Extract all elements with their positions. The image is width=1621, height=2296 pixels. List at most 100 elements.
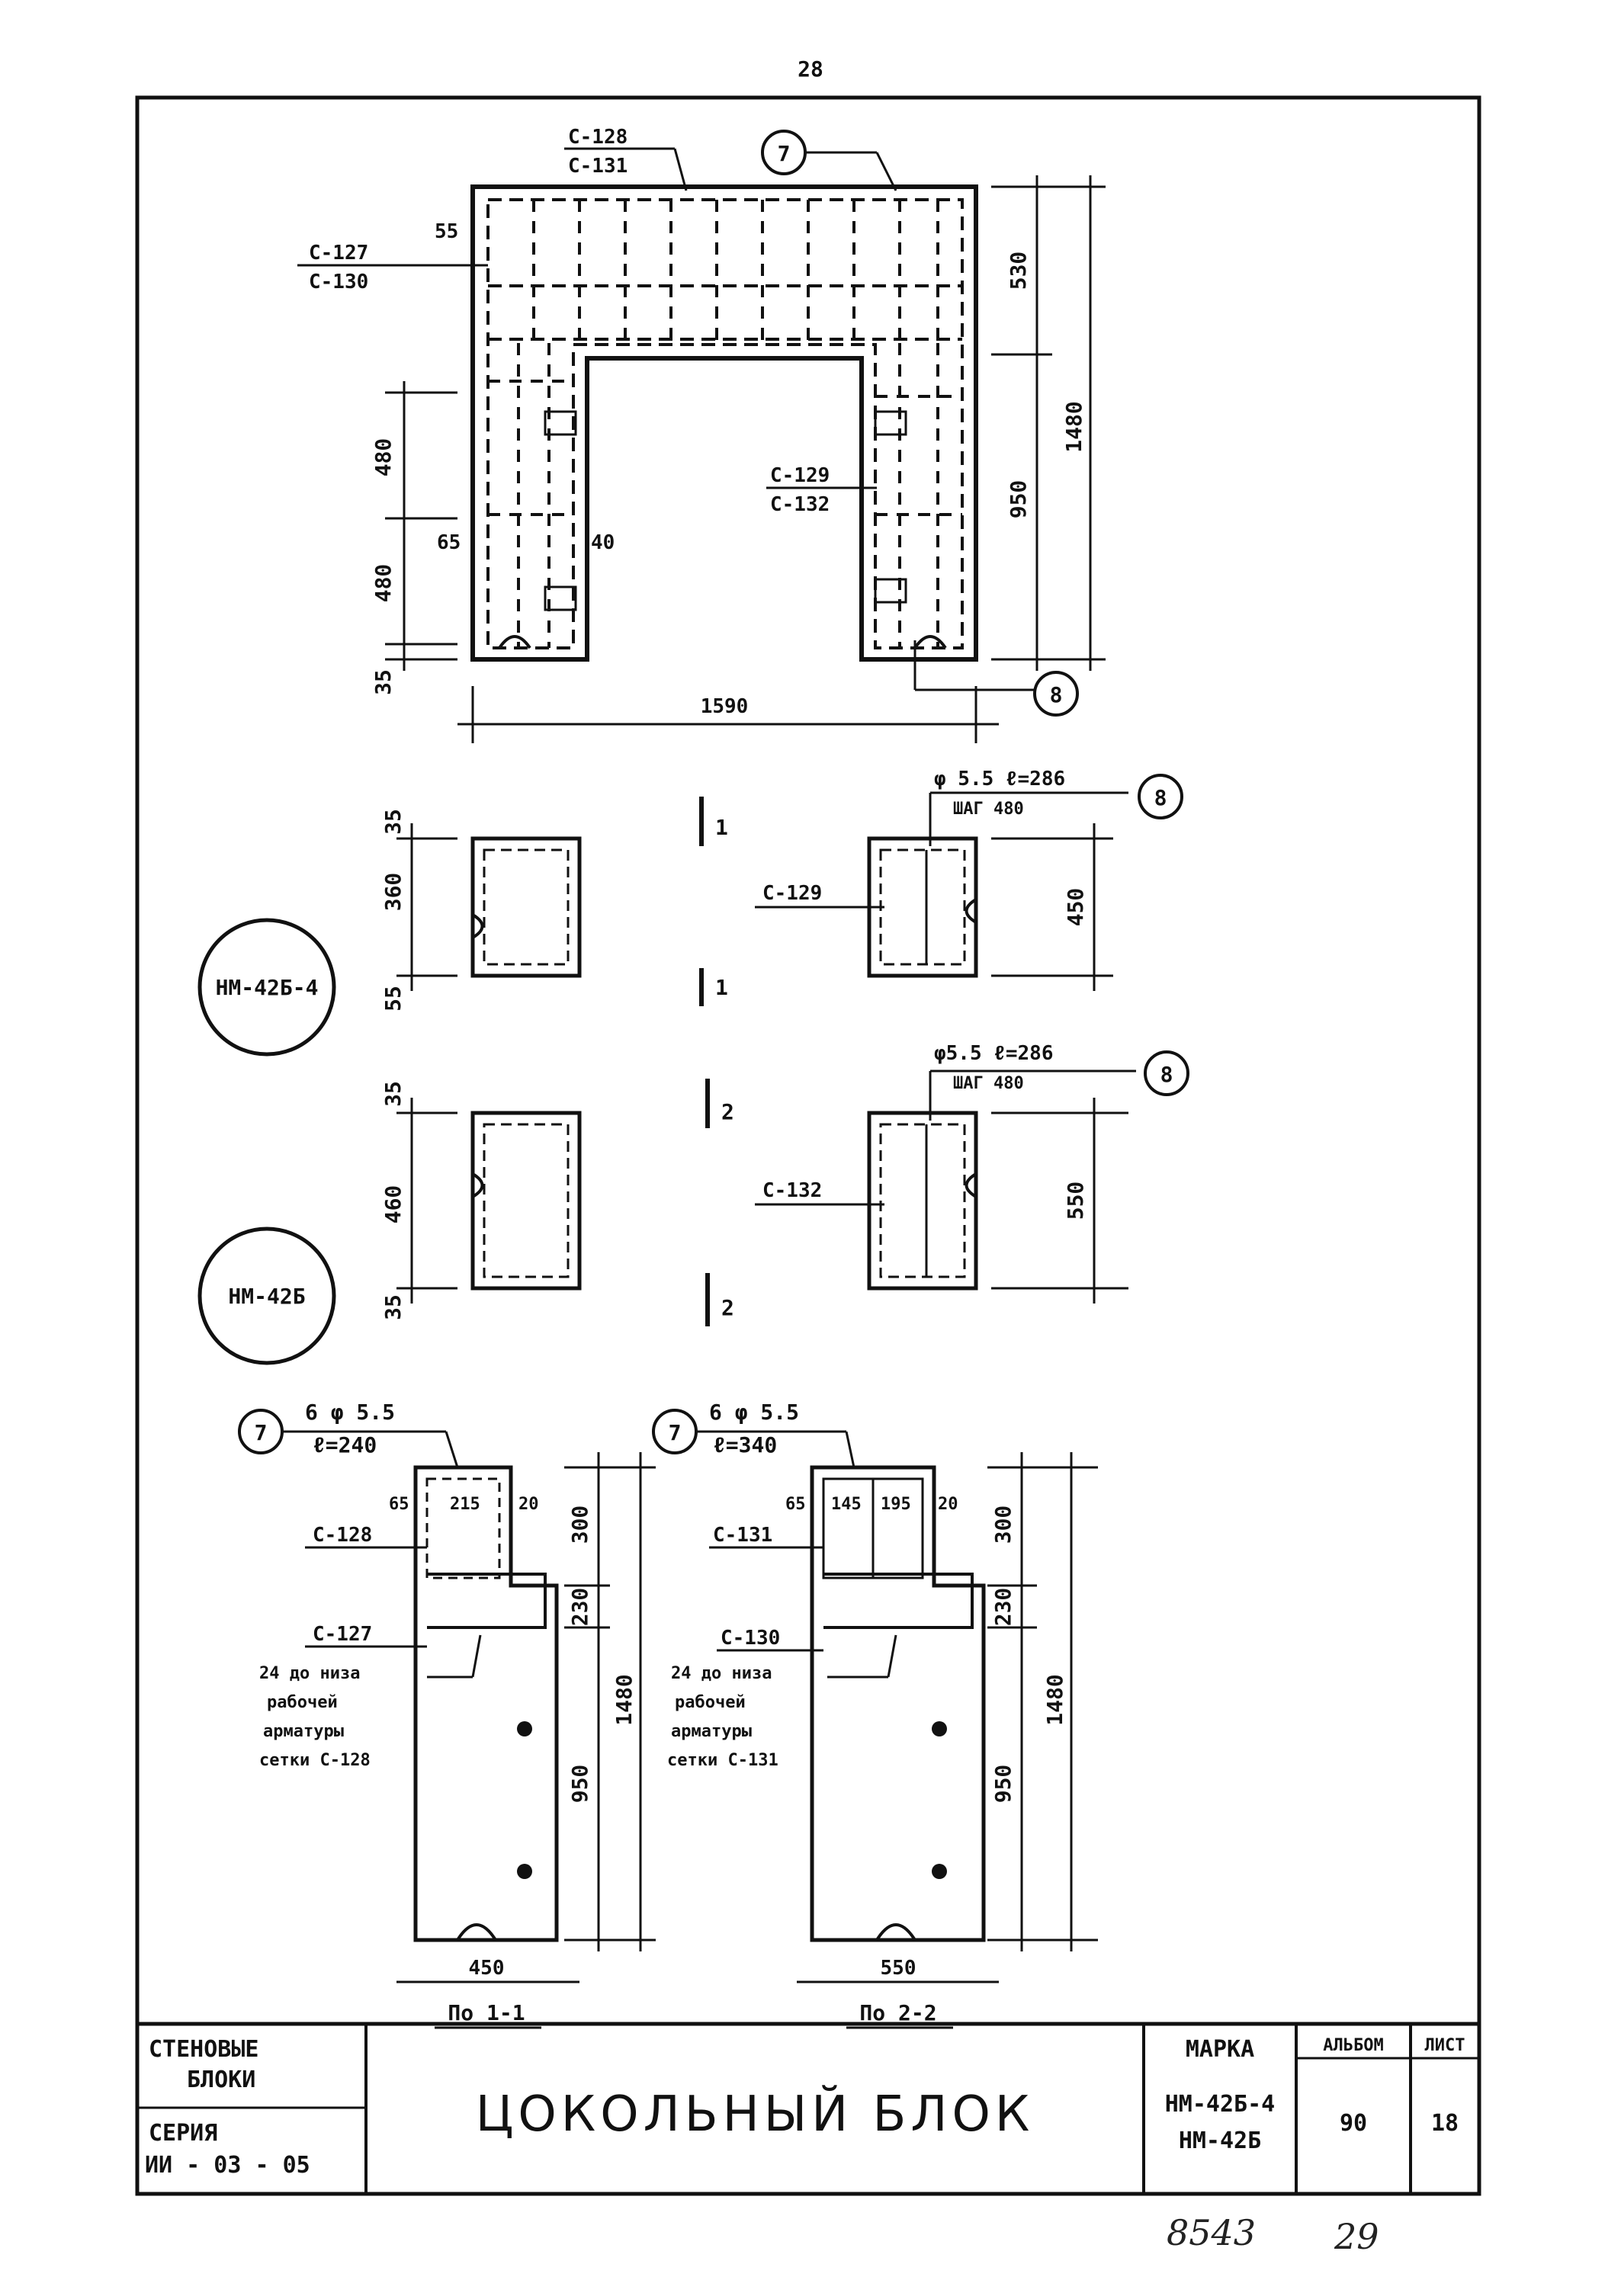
elevation-dimensions: 480 480 35 530 950 1480 1590 — [371, 175, 1106, 743]
cuts-cut2-marker: 7 — [669, 1420, 682, 1445]
elevation-dim-480a: 480 — [371, 438, 396, 477]
sections-sec2-dim: 550 — [1063, 1182, 1088, 1220]
cuts-cut1-mesh-b: С-127 — [313, 1623, 372, 1646]
cuts-cut1-mesh-a: С-128 — [313, 1524, 372, 1547]
sections-sec1-step: ШАГ 480 — [953, 800, 1024, 819]
badge-nm-42b-4 — [197, 918, 336, 1057]
cuts-cut2-d230: 230 — [990, 1588, 1016, 1627]
cuts-cut1-d20: 20 — [518, 1495, 539, 1514]
cuts-cut2-d145: 145 — [831, 1495, 862, 1514]
title-block-mark-label: МАРКА — [1186, 2036, 1254, 2063]
elevation-dim-55: 55 — [435, 220, 458, 243]
sheet-frame — [135, 95, 1481, 2196]
cuts-cut1-marker: 7 — [255, 1420, 268, 1445]
cut-2-2: 7 6 φ 5.5 ℓ=340 65 145 195 20 С-131 С-13… — [652, 1400, 1098, 2029]
cuts-cut2-note-2: рабочей — [675, 1693, 746, 1712]
drawing-title: ЦОКОЛЬНЫЙ БЛОК — [476, 2085, 1035, 2143]
cuts-cut1-d230: 230 — [567, 1588, 592, 1627]
elevation-dim-530: 530 — [1006, 252, 1031, 290]
cuts-cut1-d1480: 1480 — [611, 1674, 637, 1725]
cuts-cut2-d20: 20 — [938, 1495, 958, 1514]
elevation-marker-8: 8 — [1050, 682, 1063, 707]
cuts-cut2-note-4: сетки С-131 — [667, 1751, 778, 1770]
elevation-dim-65: 65 — [437, 531, 461, 554]
sections-sec2-mesh: С-132 — [762, 1179, 822, 1202]
marker-8-circle — [1033, 671, 1079, 717]
sections-sec2-marker: 8 — [1160, 1062, 1173, 1087]
title-block-series-value: ИИ - 03 - 05 — [145, 2152, 310, 2179]
elevation-dim-1590: 1590 — [701, 695, 749, 718]
cuts-cut2-rebar: 6 φ 5.5 — [709, 1400, 799, 1425]
elevation-dim-35: 35 — [371, 669, 396, 695]
sections-sec1-marker: 8 — [1154, 785, 1167, 810]
sections-sec1-mesh: С-129 — [762, 882, 822, 905]
cuts-cut1-note-2: рабочей — [267, 1693, 338, 1712]
cuts-cut1-d950: 950 — [567, 1765, 592, 1804]
elevation-annotations: С-128 С-131 С-127 С-130 С-129 С-132 55 6… — [297, 126, 1079, 717]
title-block-mark-2: НМ-42Б — [1179, 2128, 1261, 2154]
sections-sec2-rebar: φ5.5 ℓ=286 — [934, 1042, 1053, 1065]
elevation-dim-950: 950 — [1006, 480, 1031, 519]
cuts-cut2-d1480: 1480 — [1042, 1674, 1067, 1725]
cuts-cut1-length: ℓ=240 — [313, 1432, 377, 1457]
cuts-cut1-width: 450 — [469, 1957, 505, 1980]
cuts-cut1-d215: 215 — [450, 1495, 480, 1514]
elevation-mesh-right-2: С-132 — [770, 493, 830, 516]
page-number: 28 — [798, 56, 823, 82]
sections-sec1-mark: 1 — [715, 815, 728, 840]
cuts-cut2-d950: 950 — [990, 1765, 1016, 1804]
cuts-cut2-note-3: арматуры — [671, 1722, 752, 1741]
handwritten-number-2: 29 — [1334, 2216, 1379, 2257]
elevation-mesh-left-1: С-127 — [309, 242, 368, 265]
sections-sec2-mark: 2 — [721, 1295, 734, 1320]
sections-sec2-left-460: 460 — [380, 1185, 406, 1224]
sections-sec2-left-35: 35 — [380, 1081, 406, 1107]
sections-sec2-step: ШАГ 480 — [953, 1074, 1024, 1093]
sections-sec1-left-55: 55 — [380, 986, 406, 1012]
section-row-2: 35 460 35 2 2 С-132 φ5.5 ℓ=286 ШАГ 480 8… — [197, 1042, 1189, 1365]
cuts-cut2-note-1: 24 до низа — [671, 1664, 772, 1683]
title-block-mark-1: НМ-42Б-4 — [1165, 2091, 1276, 2118]
title-block-album-value: 90 — [1340, 2110, 1367, 2137]
cut-1-caption: По 1-1 — [448, 2000, 525, 2025]
title-block-category-2: БЛОКИ — [187, 2067, 255, 2093]
cuts-cut1-rebar: 6 φ 5.5 — [305, 1400, 395, 1425]
block-elevation — [470, 184, 978, 662]
cuts-cut1-note-4: сетки С-128 — [259, 1751, 371, 1770]
elevation-mesh-right-1: С-129 — [770, 464, 830, 487]
cuts-cut1-note-1: 24 до низа — [259, 1664, 360, 1683]
elevation-mesh-left-2: С-130 — [309, 271, 368, 293]
title-block-album-label: АЛЬБОМ — [1323, 2036, 1383, 2055]
sections-sec1-dim: 450 — [1063, 888, 1088, 927]
cuts-cut2-d195: 195 — [881, 1495, 911, 1514]
cut-1-1: 7 6 φ 5.5 ℓ=240 65 215 20 С-128 С-127 24… — [238, 1400, 656, 2029]
cuts-cut2-mesh-b: С-130 — [721, 1627, 780, 1650]
cuts-cut2-d65: 65 — [785, 1495, 806, 1514]
cuts-cut2-d300: 300 — [990, 1506, 1016, 1544]
badge-nm-42b — [197, 1227, 336, 1365]
title-block: СТЕНОВЫЕ БЛОКИ СЕРИЯ ИИ - 03 - 05 ЦОКОЛЬ… — [137, 2022, 1479, 2194]
title-block-sheet-label: ЛИСТ — [1425, 2036, 1465, 2055]
cuts-cut2-length: ℓ=340 — [713, 1432, 777, 1457]
elevation-mesh-top-2: С-131 — [568, 155, 628, 178]
cuts-cut1-d300: 300 — [567, 1506, 592, 1544]
handwritten-number-1: 8543 — [1167, 2212, 1256, 2253]
cut-2-caption: По 2-2 — [859, 2000, 936, 2025]
sections-sec1-rebar: φ 5.5 ℓ=286 — [934, 768, 1065, 790]
sections-sec2-mark: 2 — [721, 1099, 734, 1124]
cuts-cut1-d65: 65 — [389, 1495, 409, 1514]
elevation-dim-480b: 480 — [371, 564, 396, 603]
sections-sec1-left-35: 35 — [380, 809, 406, 835]
sections-sec1-left-360: 360 — [380, 873, 406, 912]
cuts-cut2-width: 550 — [881, 1957, 916, 1980]
cuts-cut1-note-3: арматуры — [263, 1722, 344, 1741]
title-block-sheet-value: 18 — [1431, 2110, 1459, 2137]
sections-badge-1: НМ-42Б-4 — [216, 975, 319, 1000]
section-row-1: 35 360 55 1 1 С-129 φ 5.5 ℓ=286 ШАГ 480 … — [197, 768, 1183, 1057]
elevation-marker-7: 7 — [778, 141, 791, 166]
elevation-dim-40: 40 — [591, 531, 615, 554]
sections-badge-2: НМ-42Б — [228, 1284, 305, 1309]
title-block-series-label: СЕРИЯ — [149, 2120, 217, 2147]
title-block-category-1: СТЕНОВЫЕ — [149, 2036, 259, 2063]
